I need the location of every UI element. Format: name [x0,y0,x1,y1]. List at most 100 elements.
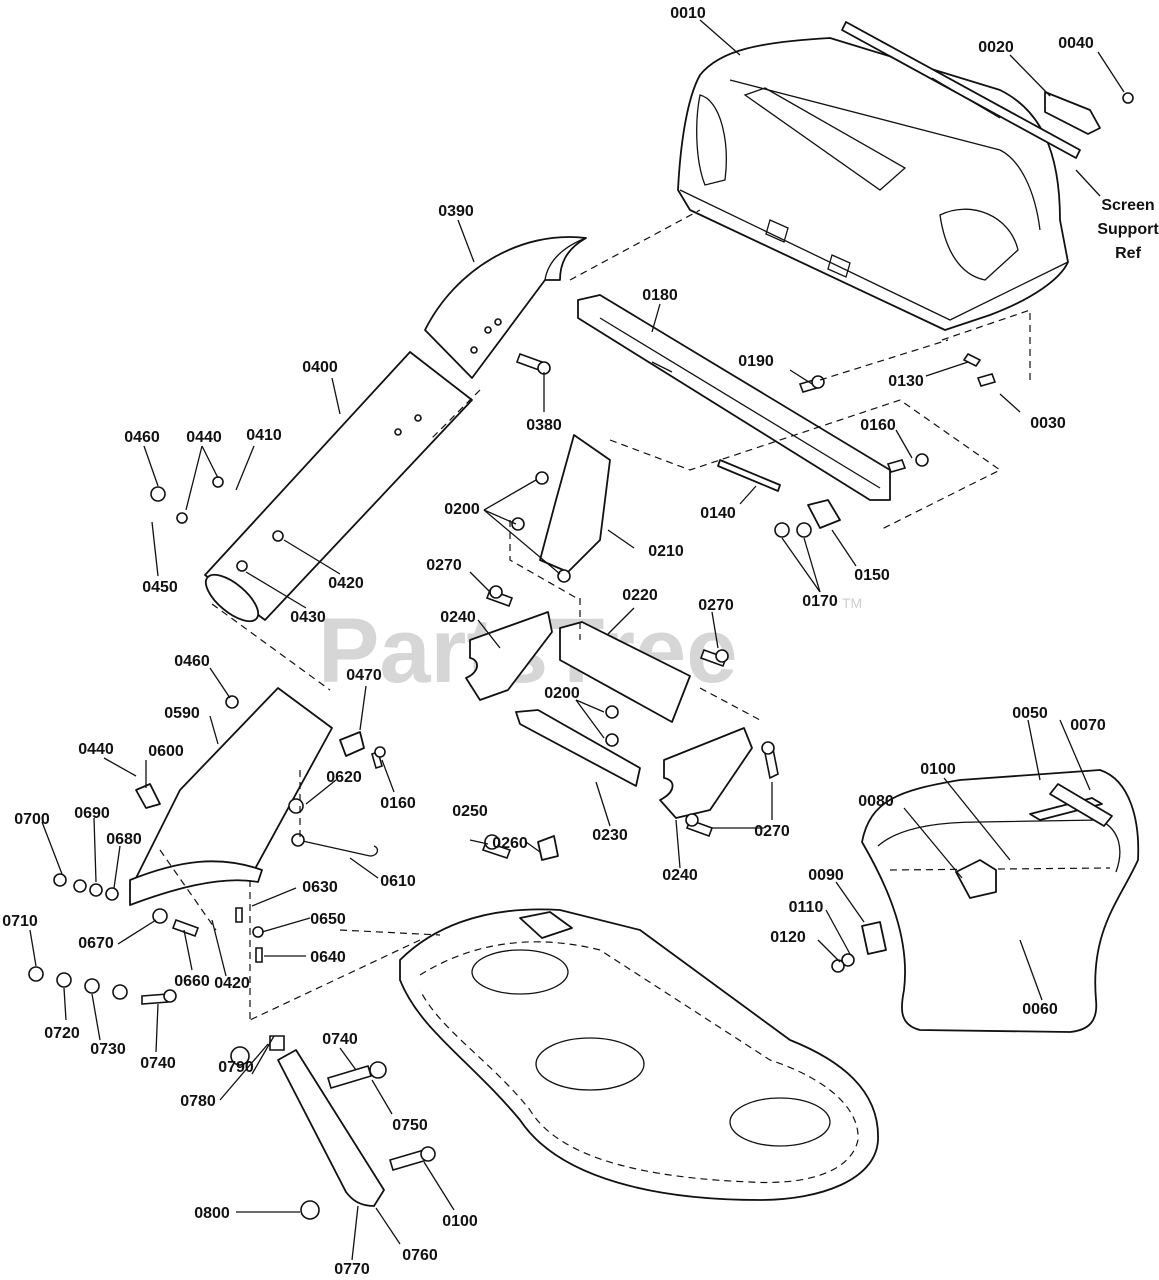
callout-0210[interactable]: 0210 [648,543,684,560]
callout-0380[interactable]: 0380 [526,417,562,434]
callout-0790[interactable]: 0790 [218,1059,254,1076]
callout-0730[interactable]: 0730 [90,1041,126,1058]
screen-support-ref-note: Screen Support Ref [1097,197,1159,262]
callout-0200-top[interactable]: 0200 [444,501,480,518]
callout-0240-b[interactable]: 0240 [662,867,698,884]
callout-0740-right[interactable]: 0740 [322,1031,358,1048]
callout-0200-mid[interactable]: 0200 [544,685,580,702]
catcher-top-cover [677,37,1069,331]
callout-0460-top[interactable]: 0460 [124,429,160,446]
chute-top [424,236,587,379]
callout-0230[interactable]: 0230 [592,827,628,844]
callout-0710[interactable]: 0710 [2,913,38,930]
callout-0610[interactable]: 0610 [380,873,416,890]
callout-0180[interactable]: 0180 [642,287,678,304]
callout-0390[interactable]: 0390 [438,203,474,220]
callout-0630[interactable]: 0630 [302,879,338,896]
bag-bracket-0080 [955,859,997,899]
side-plate-right [659,727,753,819]
clip-0260 [537,835,559,861]
hardware-stack-left [28,873,168,1000]
callout-0270-c[interactable]: 0270 [754,823,790,840]
rod-0140 [717,459,781,492]
bar-0230 [515,709,641,787]
callout-0780[interactable]: 0780 [180,1093,216,1110]
callout-0130[interactable]: 0130 [888,373,924,390]
callout-0420-bottom[interactable]: 0420 [214,975,250,992]
callout-0150[interactable]: 0150 [854,567,890,584]
callout-0250[interactable]: 0250 [452,803,488,820]
callout-0140[interactable]: 0140 [700,505,736,522]
watermark-tm: TM [842,595,862,611]
callout-0170[interactable]: 0170 [802,593,838,610]
callout-0160-top[interactable]: 0160 [860,417,896,434]
chute-tube [204,351,473,623]
nut-0620 [288,798,304,814]
bolts [141,352,997,1005]
callout-0680[interactable]: 0680 [106,831,142,848]
callout-0270-b[interactable]: 0270 [698,597,734,614]
callout-0690[interactable]: 0690 [74,805,110,822]
callout-0050[interactable]: 0050 [1012,705,1048,722]
bracket-0220 [559,621,691,723]
callout-0420-top[interactable]: 0420 [328,575,364,592]
callout-0430[interactable]: 0430 [290,609,326,626]
callout-0030[interactable]: 0030 [1030,415,1066,432]
callout-0590[interactable]: 0590 [164,705,200,722]
callout-0260[interactable]: 0260 [492,835,528,852]
callout-0410[interactable]: 0410 [246,427,282,444]
callout-0100-bottom[interactable]: 0100 [442,1213,478,1230]
assembly-lines [159,209,1031,1021]
callout-0080[interactable]: 0080 [858,793,894,810]
callout-0040[interactable]: 0040 [1058,35,1094,52]
callout-0110[interactable]: 0110 [789,899,824,916]
callout-0440-top[interactable]: 0440 [186,429,222,446]
callout-0620[interactable]: 0620 [326,769,362,786]
bracket-0210 [511,434,611,583]
mower-deck [399,908,879,1201]
callout-0600[interactable]: 0600 [148,743,184,760]
callout-0090[interactable]: 0090 [808,867,844,884]
callout-0750[interactable]: 0750 [392,1117,428,1134]
callout-0400[interactable]: 0400 [302,359,338,376]
callout-0020[interactable]: 0020 [978,39,1014,56]
side-plate-left [465,611,553,701]
callout-0660[interactable]: 0660 [174,973,210,990]
callout-0450[interactable]: 0450 [142,579,178,596]
callout-0770[interactable]: 0770 [334,1261,370,1278]
bracket-0150 [774,499,841,538]
callout-0240-a[interactable]: 0240 [440,609,476,626]
callout-0700[interactable]: 0700 [14,811,50,828]
lower-chute [129,687,333,906]
latch-0470 [339,731,365,757]
callout-0760[interactable]: 0760 [402,1247,438,1264]
callout-0060[interactable]: 0060 [1022,1001,1058,1018]
handle-rod-0070 [1029,783,1113,827]
callout-0220[interactable]: 0220 [622,587,658,604]
callout-0100-bag[interactable]: 0100 [920,761,956,778]
callout-0440-mid[interactable]: 0440 [78,741,114,758]
hinge-bracket-0180 [577,294,891,501]
spring-0610 [291,833,379,857]
ref-line-1: Screen [1101,197,1154,214]
callout-0720[interactable]: 0720 [44,1025,80,1042]
callout-0470[interactable]: 0470 [346,667,382,684]
callout-0010[interactable]: 0010 [670,5,706,22]
callout-0800[interactable]: 0800 [194,1205,230,1222]
callout-0070[interactable]: 0070 [1070,717,1106,734]
callout-0270-a[interactable]: 0270 [426,557,462,574]
leader-lines [29,19,1125,1261]
callout-0650[interactable]: 0650 [310,911,346,928]
callout-0670[interactable]: 0670 [78,935,114,952]
deflector-0770 [230,1035,436,1220]
clip-0040 [1044,91,1134,135]
callout-0460-mid[interactable]: 0460 [174,653,210,670]
callout-0190[interactable]: 0190 [738,353,774,370]
callout-0740-left[interactable]: 0740 [140,1055,176,1072]
callout-0120[interactable]: 0120 [770,929,806,946]
screen-support [841,21,1081,159]
bag-clip-0090 [831,921,887,973]
callout-0640[interactable]: 0640 [310,949,346,966]
callout-0160-mid[interactable]: 0160 [380,795,416,812]
